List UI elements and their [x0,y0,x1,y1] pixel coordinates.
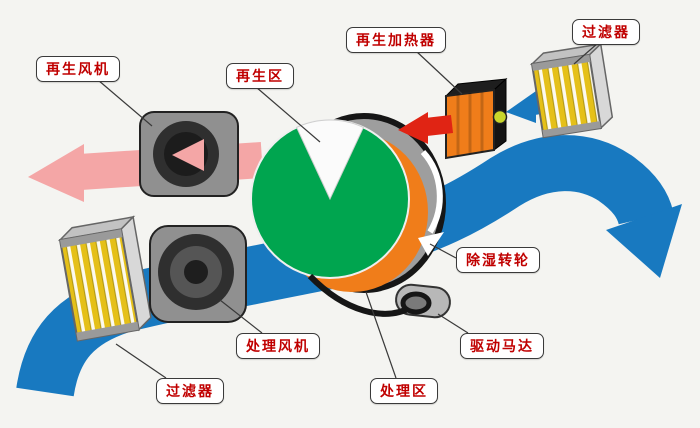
filter-top-unit [529,42,614,139]
label-filter-top: 过滤器 [572,19,640,45]
rotor-wheel [250,113,451,319]
rotation-direction-arrow [420,149,443,234]
label-drive-motor: 驱动马达 [460,333,544,359]
label-filter-bottom: 过滤器 [156,378,224,404]
regen-fan-unit [139,111,239,197]
filter-bottom-unit [57,215,152,342]
label-process-fan: 处理风机 [236,333,320,359]
label-regen-zone: 再生区 [226,63,294,89]
label-regen-heater: 再生加热器 [346,27,446,53]
hot-air-arrow [398,112,454,144]
label-regen-fan: 再生风机 [36,56,120,82]
regen-heater-unit [444,77,508,160]
leader-lines [97,42,599,379]
motor-pulley [400,291,432,315]
label-process-zone: 处理区 [370,378,438,404]
wheel-regen-sector [295,119,365,201]
heater-indicator-light [492,109,508,125]
label-rotor: 除湿转轮 [456,247,540,273]
drive-belt [307,273,414,317]
process-fan-unit [149,225,247,323]
